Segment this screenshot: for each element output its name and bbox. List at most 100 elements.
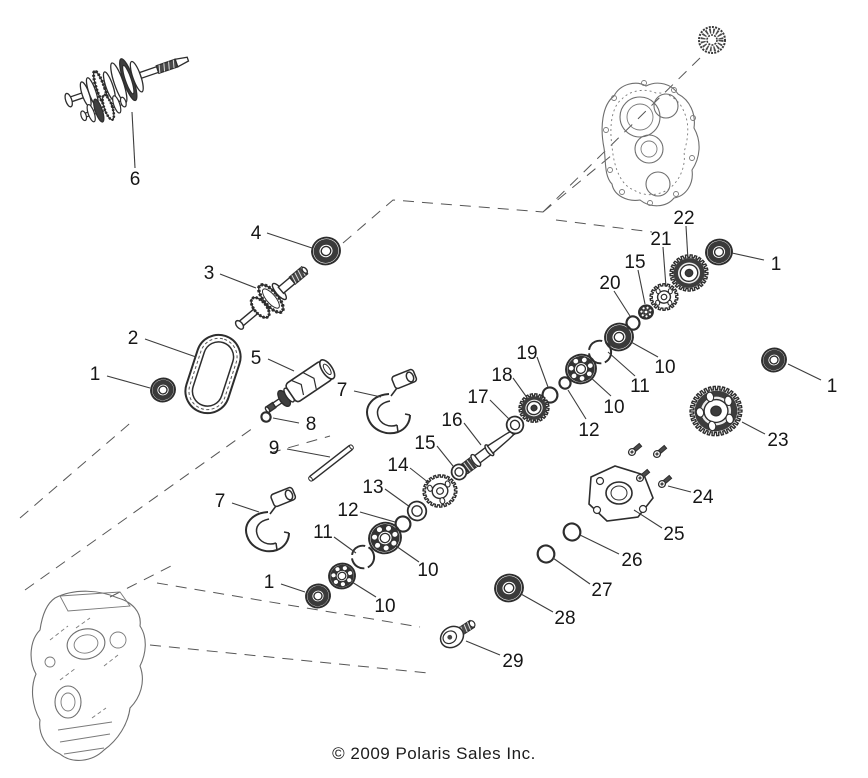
leader-line-14 [409,467,430,484]
leader-line-18 [512,377,529,400]
part-ring-12-bottom [394,515,412,533]
leader-line-20 [613,290,631,317]
leader-line-2 [144,338,197,358]
callout-12: 12 [578,420,599,441]
dashed-projection-line [269,435,331,454]
shift-fork-rail [308,444,354,482]
callout-20: 20 [599,273,620,294]
dashed-projection-line [156,582,421,628]
callout-11: 11 [313,522,333,543]
callout-22: 22 [673,208,694,229]
part-spacer-15-right [638,304,654,320]
crankshaft-assembly-sketch [64,56,190,123]
part-gear-22 [669,254,709,292]
callout-6: 6 [130,169,141,190]
callout-2: 2 [128,328,139,349]
input-shaft [234,265,309,330]
shift-fork-upper [366,367,419,435]
leader-line-12 [567,389,587,420]
leader-line-5 [267,358,295,372]
part-snapring-11-bottom [350,544,376,570]
part-bearing-28 [494,573,524,603]
part-ring-20 [625,315,641,331]
part-gear-14 [422,474,458,508]
callout-16: 16 [441,410,462,431]
part-ring-12-right [558,376,572,390]
dashed-projection-line [555,219,653,233]
leader-line-21 [662,246,667,288]
crankcase-sketch [30,590,146,761]
leader-line-19 [536,356,549,388]
knurled-bearing [698,26,726,54]
callout-7: 7 [337,380,348,401]
leader-line-10 [351,581,377,598]
part-screw-24-c [635,468,651,483]
leader-line-7 [353,390,382,398]
callout-10: 10 [603,397,624,418]
part-gear-21 [649,282,679,312]
leader-line-12 [359,511,396,523]
shift-fork-lower [245,485,298,553]
leader-line-29 [465,640,501,656]
callout-labels: 6432157897110111213141516171819101210111… [90,111,838,672]
leader-line-24 [667,485,692,493]
part-bearing-10-d [604,322,634,352]
part-bearing-10-a [328,562,356,590]
callout-1: 1 [827,376,838,397]
callout-12: 12 [337,500,358,521]
copyright-text: © 2009 Polaris Sales Inc. [332,744,536,763]
callout-10: 10 [654,357,675,378]
part-snapring-11-right [587,339,613,365]
part-gear-18 [518,392,550,424]
part-bearing-1-upper-right [705,238,733,266]
part-gear-23 [689,385,743,437]
leader-line-27 [552,557,591,585]
oil-pump-chain [184,333,242,415]
leader-line-4 [266,232,313,249]
callout-21: 21 [650,229,671,250]
callout-1: 1 [264,572,275,593]
leader-line-1 [731,252,765,261]
callout-14: 14 [387,455,409,476]
leader-line-6 [131,111,136,169]
callout-10: 10 [417,560,438,581]
callout-29: 29 [502,651,523,672]
leader-line-11 [607,351,636,377]
dashed-projection-line [342,199,544,244]
callout-27: 27 [591,580,612,601]
part-screw-24-d [657,474,673,489]
leader-line-1 [106,375,151,389]
callout-25: 25 [663,524,684,545]
callout-4: 4 [251,223,262,244]
main-shaft [459,429,516,475]
part-bearing-1-mid-right [761,347,787,373]
part-washer-13 [406,500,428,522]
callout-8: 8 [306,414,317,435]
part-screw-24-b [652,444,668,459]
callout-1: 1 [90,364,101,385]
callout-15: 15 [414,433,435,454]
leader-line-10 [588,375,612,397]
callout-24: 24 [692,487,714,508]
leader-line-16 [463,422,482,446]
part-bearing-1-bottom [305,583,331,609]
callout-5: 5 [251,348,262,369]
part-oring-8 [260,411,272,423]
callout-17: 17 [467,387,488,408]
leader-line-26 [579,534,620,555]
shift-drum [264,359,336,414]
part-ring-26 [562,522,582,542]
dashed-projection-line [24,427,254,591]
callout-19: 19 [516,343,537,364]
leader-line-10 [630,341,659,358]
leader-line-1 [280,583,306,593]
callout-28: 28 [554,608,575,629]
projection-dashed-lines [19,57,701,674]
leader-line-11 [333,536,357,554]
leader-line-13 [384,488,411,508]
leader-line-1 [787,363,822,381]
callout-9: 9 [269,438,280,459]
part-screw-24-a [627,442,643,457]
leader-line-3 [219,273,257,289]
